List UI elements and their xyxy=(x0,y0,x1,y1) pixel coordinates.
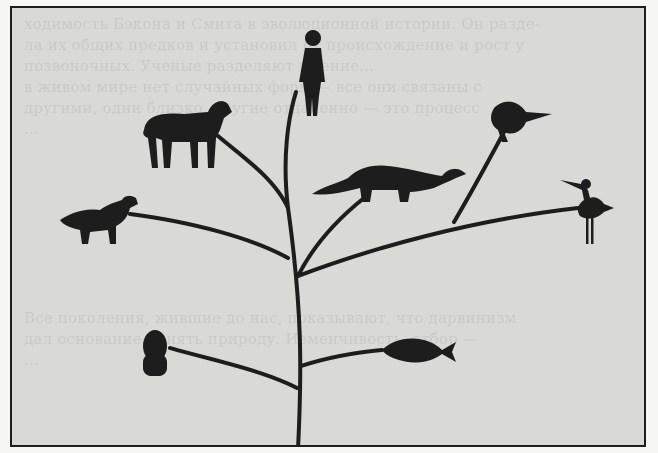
branch-bird xyxy=(454,132,504,222)
branch-amphibian xyxy=(170,348,297,388)
human-icon xyxy=(299,30,325,116)
dinosaur-icon xyxy=(312,166,466,203)
bird-icon xyxy=(491,102,552,142)
branch-fish xyxy=(301,350,382,366)
tree-trunk xyxy=(286,92,301,447)
branch-horse xyxy=(218,136,288,208)
evolution-tree-diagram xyxy=(12,8,646,447)
branch-dog xyxy=(130,214,288,258)
amphibian-icon xyxy=(143,330,167,376)
dog-icon xyxy=(60,196,138,244)
figure-frame: ходимость Бэкона и Смита в эволюционной … xyxy=(10,6,646,447)
fish-icon xyxy=(382,338,456,362)
heron-icon xyxy=(560,179,614,244)
